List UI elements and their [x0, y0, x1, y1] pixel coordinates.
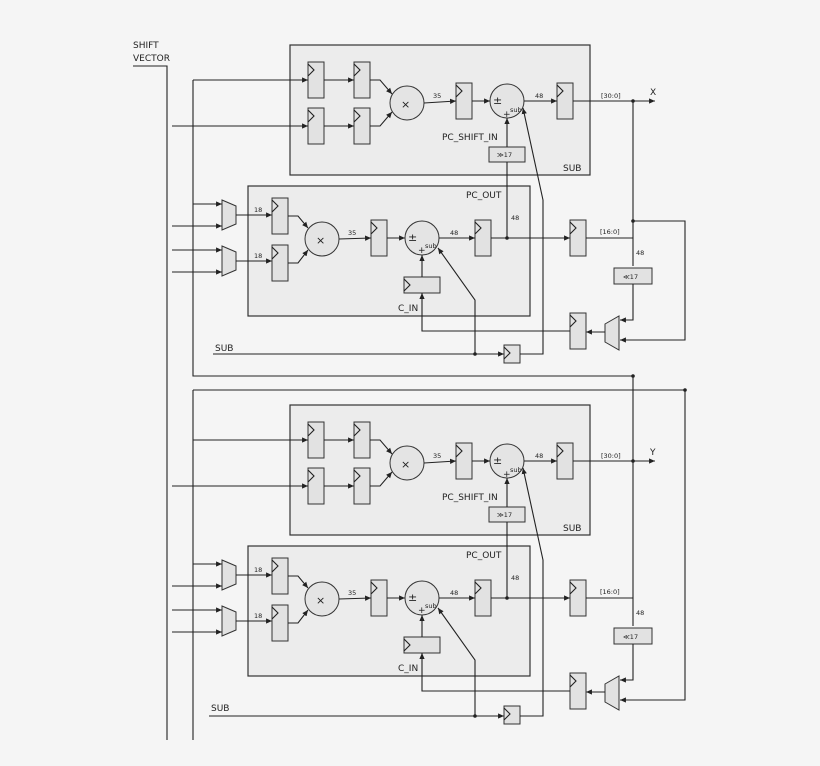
lower-shift-w48: 48: [636, 609, 644, 617]
upper-reg-a1: [307, 61, 325, 99]
lower-pc-shift-in-label: PC_SHIFT_IN: [442, 493, 498, 503]
lower-mult-symbol: ×: [401, 458, 410, 471]
upper-feedback-reg: [569, 312, 587, 350]
upper-mid-reg-m: [370, 219, 388, 257]
upper-w18-b: 18: [254, 252, 262, 260]
lower-c-in-label: C_IN: [398, 664, 418, 674]
lower-mid-sub-small: sub: [425, 602, 437, 610]
upper-shift-w48: 48: [636, 249, 644, 257]
upper-reg-m: [455, 82, 473, 120]
upper-mid-w35: 35: [348, 229, 356, 237]
upper-mid-pm-symbol: ±: [408, 231, 417, 244]
upper-mid-plus-symbol: +: [418, 246, 426, 256]
lower-stage: SUB PC_SHIFT_IN × ± sub + ≫17 35 48 [30:: [172, 376, 656, 725]
lower-feedback-mux: [604, 675, 620, 711]
lower-out-reg: [569, 579, 587, 617]
upper-reg-b2: [353, 107, 371, 145]
shift-vector-label-1: SHIFT: [133, 41, 159, 51]
lower-mid-reg-p: [474, 579, 492, 617]
lower-mid-reg-b: [271, 604, 289, 642]
upper-c-in-label: C_IN: [398, 304, 418, 314]
upper-reg-a2: [353, 61, 371, 99]
upper-shift-left-label: ≪17: [623, 273, 638, 281]
lower-out-bus: [30:0]: [601, 452, 621, 460]
upper-out-bus: [30:0]: [601, 92, 621, 100]
upper-shift-right-label: ≫17: [497, 151, 512, 159]
lower-mid-w48: 48: [450, 589, 458, 597]
upper-pc-shift-in-label: PC_SHIFT_IN: [442, 133, 498, 143]
lower-w18-a: 18: [254, 566, 262, 574]
lower-reg-a1: [307, 421, 325, 459]
lower-mux-a: [221, 559, 237, 591]
lower-shift-right-label: ≫17: [497, 511, 512, 519]
upper-stage: SUB PC_SHIFT_IN × ± sub + ≫17 35 48: [172, 44, 686, 377]
lower-mux-b: [221, 605, 237, 637]
lower-dsp-block: [289, 404, 591, 536]
lower-mid-bus: [16:0]: [600, 588, 620, 596]
upper-sub-label: SUB: [563, 164, 581, 174]
upper-sub-small: sub: [510, 106, 522, 114]
upper-w18-a: 18: [254, 206, 262, 214]
upper-pc-w48: 48: [511, 214, 519, 222]
lower-pc-w48: 48: [511, 574, 519, 582]
upper-feedback-mux: [604, 315, 620, 351]
upper-reg-p: [556, 82, 574, 120]
upper-mid-sub-small: sub: [425, 242, 437, 250]
upper-sub-input-label: SUB: [215, 344, 233, 354]
upper-mux-a: [221, 199, 237, 231]
upper-w35: 35: [433, 92, 441, 100]
lower-plus-symbol: +: [503, 470, 511, 480]
lower-shift-left-label: ≪17: [623, 633, 638, 641]
lower-mid-reg-m: [370, 579, 388, 617]
lower-w35: 35: [433, 452, 441, 460]
lower-mid-plus-symbol: +: [418, 606, 426, 616]
upper-mid-reg-p: [474, 219, 492, 257]
lower-mid-pm-symbol: ±: [408, 591, 417, 604]
lower-reg-a2: [353, 421, 371, 459]
upper-mid-reg-b: [271, 244, 289, 282]
upper-mux-b: [221, 245, 237, 277]
lower-pm-symbol: ±: [493, 454, 502, 467]
lower-sub-small: sub: [510, 466, 522, 474]
upper-pc-out-label: PC_OUT: [466, 191, 502, 201]
upper-mid-bus: [16:0]: [600, 228, 620, 236]
upper-mult-symbol: ×: [401, 98, 410, 111]
lower-reg-b1: [307, 467, 325, 505]
upper-sub-reg: [503, 344, 521, 364]
output-x-label: X: [650, 88, 656, 98]
upper-out-reg: [569, 219, 587, 257]
lower-mid-w35: 35: [348, 589, 356, 597]
lower-w48: 48: [535, 452, 543, 460]
lower-reg-p: [556, 442, 574, 480]
upper-plus-symbol: +: [503, 110, 511, 120]
upper-mid-reg-a: [271, 197, 289, 235]
upper-mid-mult-symbol: ×: [316, 234, 325, 247]
lower-reg-b2: [353, 467, 371, 505]
lower-mid-mult-symbol: ×: [316, 594, 325, 607]
upper-pm-symbol: ±: [493, 94, 502, 107]
junction-dots: [473, 99, 687, 718]
lower-pc-out-label: PC_OUT: [466, 551, 502, 561]
shift-vector-bus: [133, 65, 168, 740]
lower-sub-reg: [503, 705, 521, 725]
upper-dsp-block: [289, 44, 591, 176]
shift-vector-label-2: VECTOR: [133, 54, 170, 64]
lower-reg-m: [455, 442, 473, 480]
lower-mid-reg-a: [271, 557, 289, 595]
lower-sub-label: SUB: [563, 524, 581, 534]
upper-mid-w48: 48: [450, 229, 458, 237]
output-y-label: Y: [649, 448, 656, 458]
lower-feedback-reg: [569, 672, 587, 710]
lower-sub-input-label: SUB: [211, 704, 229, 714]
lower-w18-b: 18: [254, 612, 262, 620]
upper-reg-b1: [307, 107, 325, 145]
upper-w48: 48: [535, 92, 543, 100]
